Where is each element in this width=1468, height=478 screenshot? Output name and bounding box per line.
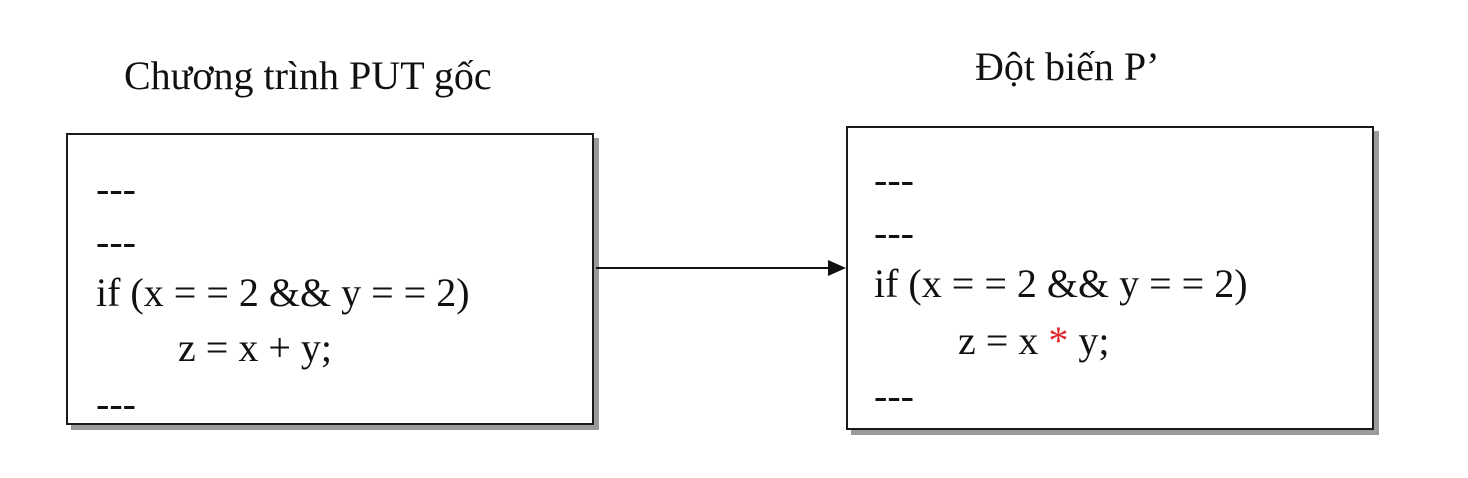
mutated-code-line: z = x * y; xyxy=(958,321,1109,361)
code-line: --- xyxy=(874,373,914,418)
mutant-program-title: Đột biến P’ xyxy=(975,44,1160,89)
code-line: --- xyxy=(874,210,914,255)
code-line: --- xyxy=(96,219,136,264)
code-line: --- xyxy=(874,157,914,202)
code-line: z = x + y; xyxy=(178,325,332,370)
transformation-arrow xyxy=(596,260,846,276)
mutated-line-before: z = x xyxy=(958,318,1049,363)
code-line: if (x = = 2 && y = = 2) xyxy=(96,270,470,315)
mutation-operator: * xyxy=(1048,318,1069,363)
code-line: --- xyxy=(96,166,136,211)
original-program-box: --- --- if (x = = 2 && y = = 2) z = x + … xyxy=(66,133,594,425)
code-line: --- xyxy=(96,381,136,426)
code-line: if (x = = 2 && y = = 2) xyxy=(874,261,1248,306)
mutated-line-after: y; xyxy=(1068,318,1110,363)
original-program-title: Chương trình PUT gốc xyxy=(124,53,492,98)
mutant-program-box: --- --- if (x = = 2 && y = = 2) z = x * … xyxy=(846,126,1374,430)
